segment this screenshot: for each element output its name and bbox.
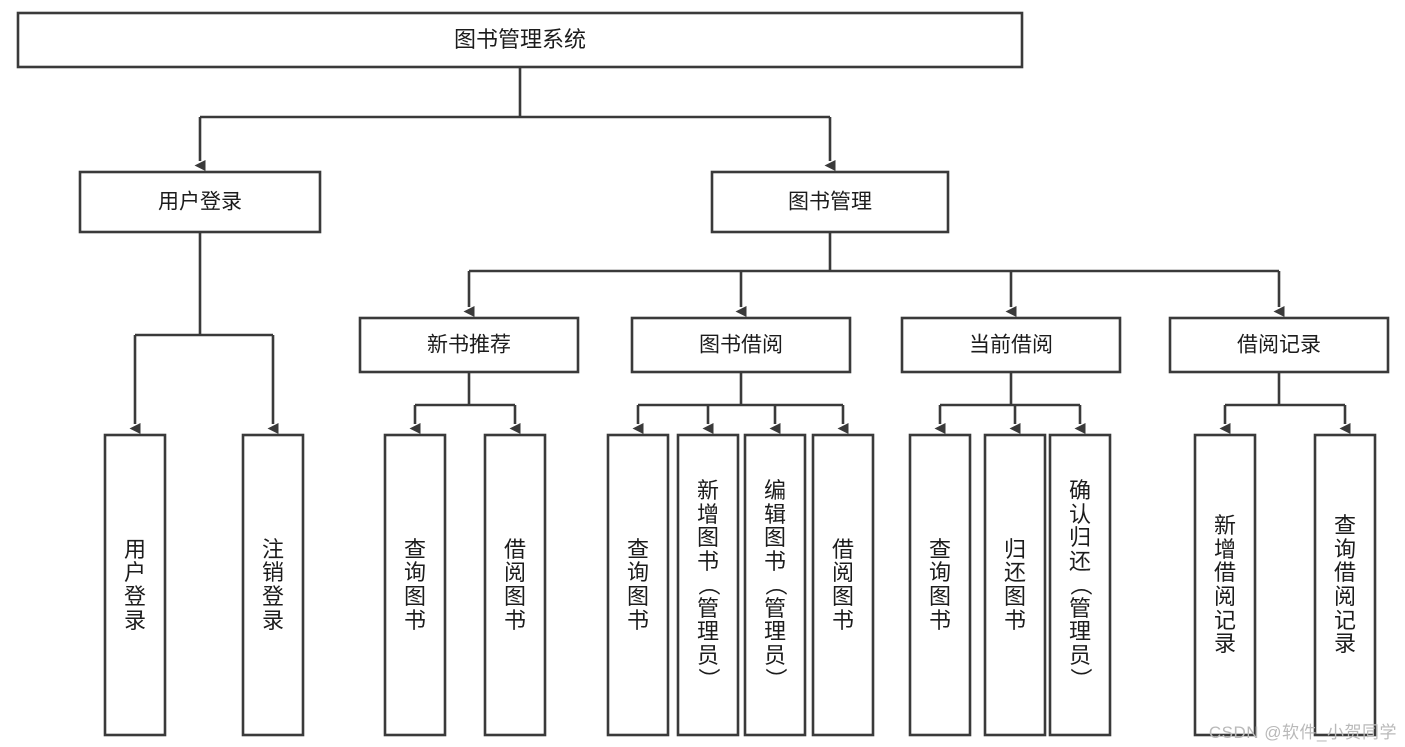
connector-conn-root-bus [194,67,836,171]
node-box-book-manage [710,170,950,234]
connector-conn-borrow-record-bus [1219,372,1351,434]
node-new-book-recommend[interactable]: 新书推荐 [358,316,580,374]
node-box-leaf-user-login[interactable] [103,433,167,737]
node-box-new-book-recommend [358,316,580,374]
node-box-root [16,11,1024,69]
connector-conn-new-book-bus [409,372,521,434]
node-box-leaf-add-book-admin[interactable] [676,433,740,737]
node-label-borrow-record: 借阅记录 [1237,334,1321,357]
node-box-leaf-borrow-book-1[interactable] [483,433,547,737]
connector-conn-current-borrow-bus [934,372,1086,434]
node-box-borrow-record [1168,316,1390,374]
node-label-book-manage: 图书管理 [788,191,872,214]
connector-conn-book-borrow-bus [632,372,849,434]
node-root[interactable]: 图书管理系统 [16,11,1024,69]
edges-layer [129,67,1351,434]
node-current-borrow[interactable]: 当前借阅 [900,316,1122,374]
node-box-leaf-confirm-return-admin[interactable] [1048,433,1112,737]
node-user-login[interactable]: 用户登录 [78,170,322,234]
connector-conn-user-login-bus [129,232,279,434]
node-box-leaf-query-borrow-record[interactable] [1313,433,1377,737]
node-label-user-login: 用户登录 [158,191,242,214]
node-borrow-record[interactable]: 借阅记录 [1168,316,1390,374]
node-box-leaf-add-borrow-record[interactable] [1193,433,1257,737]
node-book-borrow[interactable]: 图书借阅 [630,316,852,374]
node-label-new-book-recommend: 新书推荐 [427,334,511,357]
node-box-book-borrow [630,316,852,374]
node-label-root: 图书管理系统 [454,27,586,52]
node-box-leaf-return-book[interactable] [983,433,1047,737]
node-label-current-borrow: 当前借阅 [969,334,1053,357]
node-box-user-login [78,170,322,234]
node-label-book-borrow: 图书借阅 [699,334,783,357]
node-box-leaf-query-book-3[interactable] [908,433,972,737]
watermark-text: CSDN @软件_小贺同学 [1208,723,1397,742]
node-box-current-borrow [900,316,1122,374]
node-box-leaf-edit-book-admin[interactable] [743,433,807,737]
node-box-leaf-query-book-2[interactable] [606,433,670,737]
node-box-leaf-borrow-book-2[interactable] [811,433,875,737]
node-box-leaf-query-book-1[interactable] [383,433,447,737]
connector-conn-book-manage-bus [463,232,1285,317]
node-box-leaf-user-logout[interactable] [241,433,305,737]
node-book-manage[interactable]: 图书管理 [710,170,950,234]
